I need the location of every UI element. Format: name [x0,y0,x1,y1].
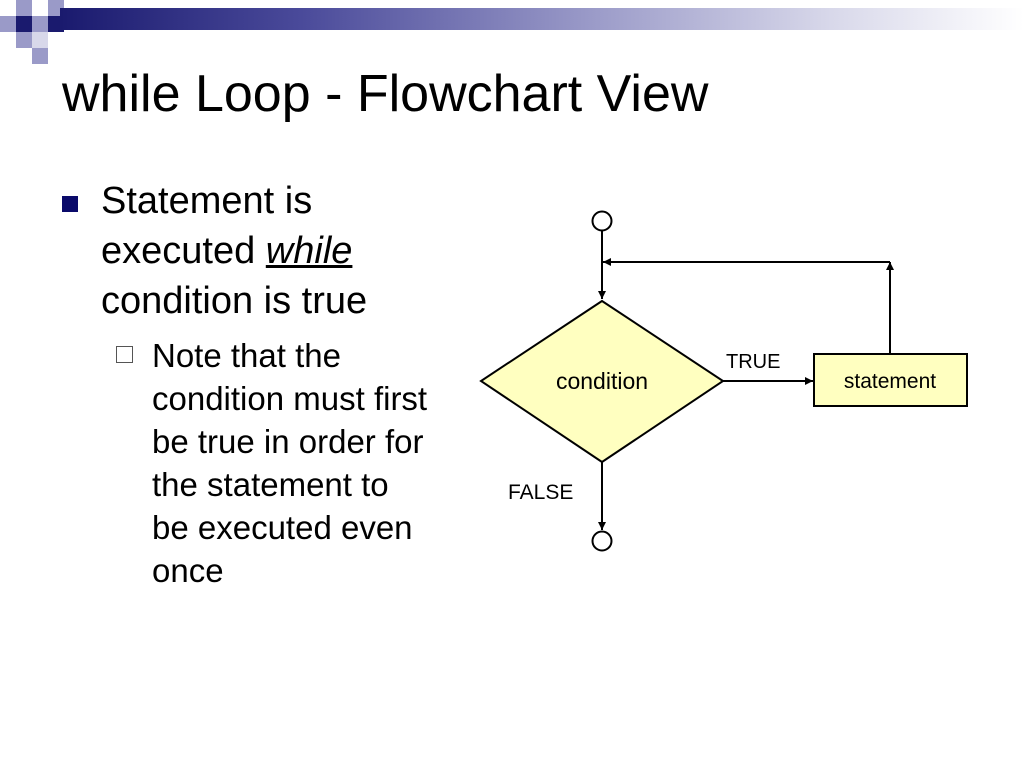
false-label: FALSE [508,481,573,504]
process-label: statement [844,370,936,393]
main-bullet-text: Statement is executed while condition is… [101,176,441,326]
main-bullet-emphasis: while [265,230,353,272]
statement-process-box [813,353,968,407]
decision-label: condition [556,368,648,394]
hollow-square-bullet-icon [116,346,133,363]
slide-title: while Loop - Flowchart View [62,65,709,123]
square-bullet-icon [62,196,78,212]
main-bullet-text-start: Statement is executed [101,180,313,272]
title-gradient-band [60,8,1024,30]
start-terminal [591,210,613,232]
true-label: TRUE [726,351,780,373]
sub-bullet-text: Note that the condition must first be tr… [152,337,428,589]
main-bullet-text-end: condition is true [101,280,368,322]
end-terminal [591,530,613,552]
